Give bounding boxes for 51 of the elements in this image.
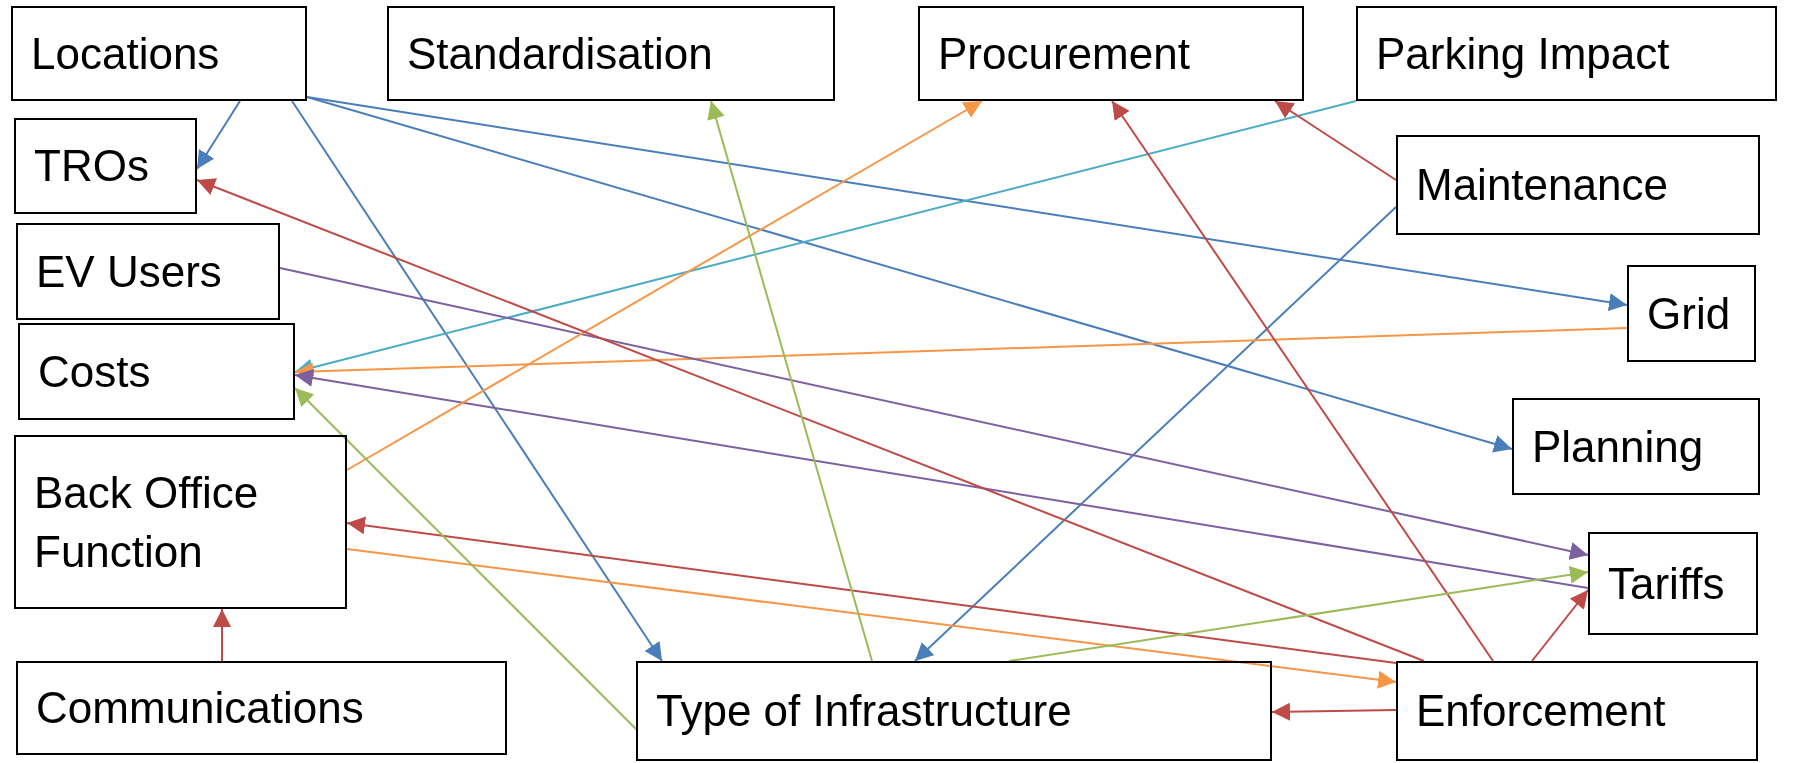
process-box	[636, 661, 1272, 761]
node-label: Costs	[38, 345, 151, 398]
node-label: Maintenance	[1416, 159, 1668, 212]
arrow	[294, 327, 1628, 381]
arrow	[707, 100, 873, 662]
arrow	[1111, 100, 1494, 662]
node-label: Tariffs	[1608, 557, 1725, 610]
node-label: EV Users	[36, 245, 222, 298]
process-box	[1396, 661, 1758, 761]
node-label: Back Office Function	[34, 466, 260, 578]
process-box	[1396, 135, 1760, 235]
node-label: Communications	[36, 682, 364, 735]
process-box	[14, 435, 347, 609]
arrow	[213, 608, 231, 662]
arrow	[294, 369, 1589, 589]
arrow	[346, 516, 1397, 664]
arrow	[1531, 589, 1589, 662]
arrow	[306, 96, 1628, 312]
process-box	[1588, 532, 1758, 635]
arrow	[914, 206, 1397, 662]
process-box	[918, 6, 1304, 101]
node-label: Standardisation	[407, 27, 713, 80]
arrow	[196, 100, 241, 170]
process-box	[16, 661, 507, 755]
process-box	[387, 6, 835, 101]
arrow	[1274, 100, 1397, 181]
arrow	[291, 100, 663, 662]
node-label: Type of Infrastructure	[656, 685, 1072, 738]
arrow	[346, 548, 1397, 689]
process-box	[16, 223, 280, 320]
process-box	[18, 323, 295, 420]
arrow	[306, 96, 1513, 453]
node-label: Grid	[1647, 287, 1731, 340]
process-box	[14, 118, 197, 214]
arrow	[294, 387, 637, 730]
process-box	[11, 6, 307, 101]
arrow	[196, 178, 1425, 662]
node-label: Parking Impact	[1376, 27, 1670, 80]
node-label: Planning	[1532, 420, 1704, 473]
node-label: Enforcement	[1416, 685, 1666, 738]
arrow	[279, 267, 1589, 560]
arrow	[346, 100, 983, 471]
node-label: TROs	[34, 140, 149, 193]
node-label: Procurement	[938, 27, 1190, 80]
arrow	[1008, 565, 1589, 662]
process-box	[1356, 6, 1777, 101]
node-label: Locations	[31, 27, 220, 80]
arrow	[294, 100, 1357, 377]
process-box	[1627, 265, 1756, 362]
arrow	[1271, 702, 1397, 721]
process-box	[1512, 398, 1760, 495]
